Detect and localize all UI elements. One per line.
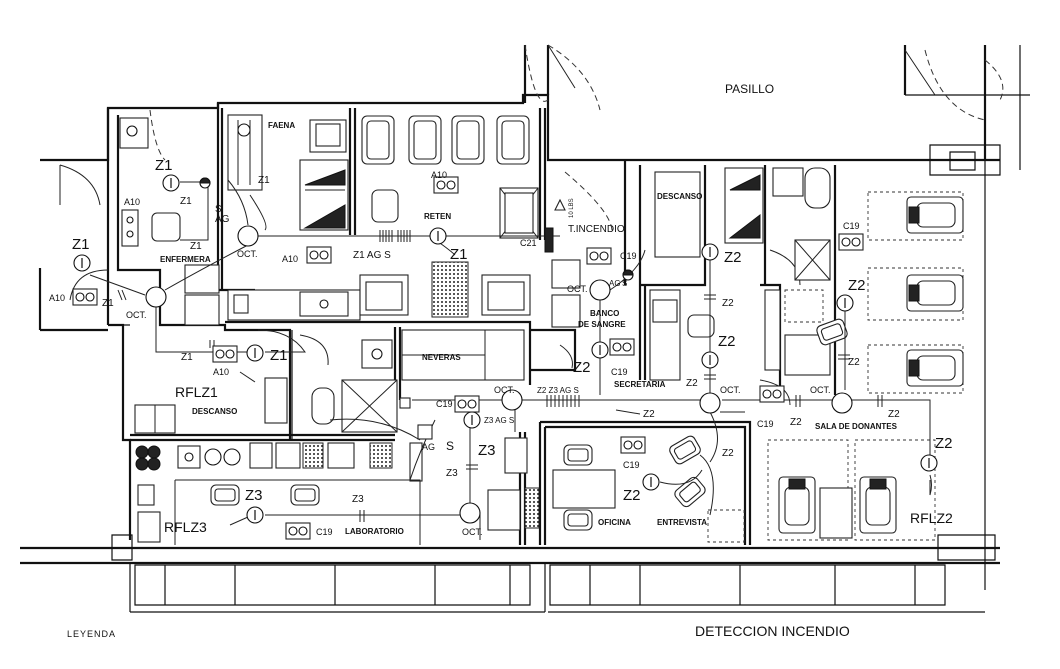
zone-label: Z2 [848, 357, 860, 368]
ag-label: AG [422, 442, 435, 452]
room-label-reten: RETEN [424, 212, 451, 221]
room-label-enfermera: ENFERMERA [160, 255, 211, 264]
secretaria-furniture [551, 259, 850, 381]
counter-row [227, 261, 531, 321]
zone-labels: Z1 Z1 Z1 Z1 Z1 Z1 Z1 Z1 Z1 Z2 Z2 Z2 Z2 Z… [72, 157, 953, 505]
zone-label: Z2 [573, 359, 591, 376]
neveras-block [401, 329, 525, 381]
laboratorio-furniture [135, 437, 540, 545]
room-label-sala-donantes: SALA DE DONANTES [815, 422, 898, 431]
room-label-secretaria: SECRETARIA [614, 380, 666, 389]
c21-label: C21 [520, 238, 537, 248]
zone-label: Z1 [270, 347, 288, 364]
donor-chairs [767, 191, 964, 541]
zone-label: Z2 [935, 435, 953, 452]
a10-label: A10 [431, 170, 447, 180]
room-label-entrevista: ENTREVISTA [657, 518, 707, 527]
oct-label: OCT. [237, 249, 258, 259]
rflz1-label: RFLZ1 [175, 384, 218, 400]
s-label: S [622, 279, 627, 288]
zone-label: Z2 [722, 298, 734, 309]
door-arcs [59, 44, 1004, 406]
zone-label: Z1 [190, 241, 202, 252]
descanso-left [134, 339, 398, 434]
zone-label: Z3 [352, 494, 364, 505]
oct-label: OCT. [462, 527, 483, 537]
oct-label: OCT. [126, 310, 147, 320]
devices [199, 177, 634, 440]
room-label-banco-1: BANCO [590, 309, 619, 318]
room-label-descanso-right: DESCANSO [657, 192, 702, 201]
zone-label: Z2 [623, 487, 641, 504]
a10-label: A10 [282, 254, 298, 264]
oct-label: OCT. [567, 284, 588, 294]
rflz3-label: RFLZ3 [164, 519, 207, 535]
c19-label: C19 [623, 460, 640, 470]
zone-label: Z1 [155, 157, 173, 174]
bath-left [119, 117, 220, 326]
faena-furniture [227, 114, 349, 231]
exterior-walls [20, 45, 1030, 613]
zone-label: Z3 [478, 442, 496, 459]
ag-label: AG [609, 279, 621, 288]
reten-beds [361, 115, 539, 239]
z2-z3-ag-s-label: Z2 Z3 AG S [537, 386, 579, 395]
room-label-banco-2: DE SANGRE [578, 320, 626, 329]
device-labels: A10 A10 A10 A10 A10 C19 C19 C19 C19 C19 … [49, 170, 953, 537]
s-label: S [215, 204, 222, 215]
zone-label: Z3 [245, 487, 263, 504]
oficina-furniture [552, 433, 745, 543]
oct-label: OCT. [720, 385, 741, 395]
zone-label: Z2 [686, 378, 698, 389]
footer-labels: LEYENDA DETECCION INCENDIO [67, 623, 850, 639]
zone-label: Z2 [643, 409, 655, 420]
c19-label: C19 [611, 367, 628, 377]
descanso-right [654, 167, 831, 281]
zone-label: Z2 [722, 448, 734, 459]
c19-label: C19 [620, 251, 637, 261]
zone-label: Z1 [72, 236, 90, 253]
s-label: S [446, 439, 454, 453]
room-label-neveras: NEVERAS [422, 353, 461, 362]
z3-ag-s-label: Z3 AG S [484, 416, 514, 425]
room-label-laboratorio: LABORATORIO [345, 527, 404, 536]
room-label-oficina: OFICINA [598, 518, 631, 527]
c19-label: C19 [843, 221, 860, 231]
zone-label: Z1 [258, 175, 270, 186]
ag-label: AG [215, 214, 230, 225]
zone-label: Z1 [102, 298, 114, 309]
zone-label: Z2 [718, 333, 736, 350]
c19-label: C19 [436, 399, 453, 409]
room-label-pasillo: PASILLO [725, 82, 774, 96]
zone-label: Z1 [180, 196, 192, 207]
room-label-faena: FAENA [268, 121, 295, 130]
plan-title: DETECCION INCENDIO [695, 623, 850, 639]
legend-label: LEYENDA [67, 629, 116, 639]
zone-label: Z3 [446, 468, 458, 479]
zone-label: Z1 [181, 352, 193, 363]
c19-label: C19 [316, 527, 333, 537]
zone-label: Z2 [848, 277, 866, 294]
c19-label: C19 [757, 419, 774, 429]
zone-label: Z2 [888, 409, 900, 420]
z1-ag-s-label: Z1 AG S [353, 250, 391, 261]
t-incendio-label: T.INCENDIO [568, 224, 625, 235]
a10-label: A10 [49, 293, 65, 303]
a10-label: A10 [213, 367, 229, 377]
rflz2-label: RFLZ2 [910, 510, 953, 526]
room-label-descanso-left: DESCANSO [192, 407, 237, 416]
zone-label: Z2 [790, 417, 802, 428]
zone-label: Z2 [724, 249, 742, 266]
oct-label: OCT. [494, 385, 515, 395]
room-labels: PASILLO FAENA RETEN ENFERMERA DESCANSO D… [160, 82, 898, 536]
zone-label: Z1 [450, 246, 468, 263]
extinguisher-capacity-label: 10 LBS [569, 198, 575, 218]
oct-label: OCT. [810, 385, 831, 395]
a10-label: A10 [124, 197, 140, 207]
